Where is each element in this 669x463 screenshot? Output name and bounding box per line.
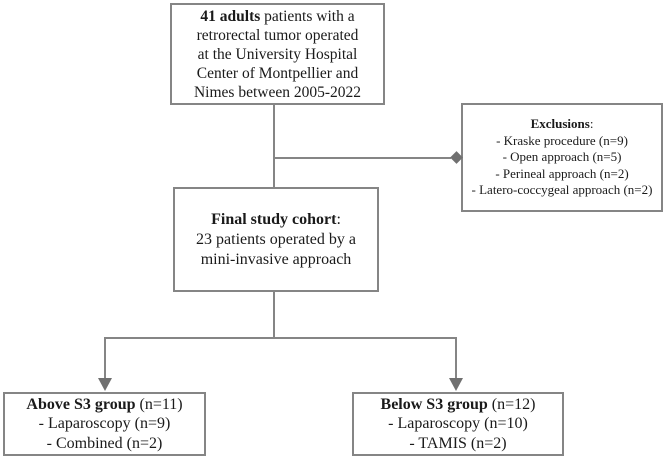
down-arrowhead-left-icon [98,378,112,391]
connector-split-horizontal [104,337,457,339]
final-cohort-box: Final study cohort: 23 patients operated… [173,187,379,292]
below-s3-item: - TAMIS (n=2) [409,434,507,452]
connector-top-to-final-vertical [273,105,275,187]
above-s3-item: - Laparoscopy (n=9) [38,415,171,433]
initial-cohort-line: retrorectal tumor operated [196,26,359,44]
initial-cohort-box: 41 adults patients with a retrorectal tu… [170,3,385,105]
above-s3-group-box: Above S3 group (n=11) - Laparoscopy (n=9… [3,392,206,456]
initial-cohort-line: at the University Hospital [197,45,358,63]
below-s3-group-box: Below S3 group (n=12) - Laparoscopy (n=1… [352,392,564,456]
connector-to-exclusions-horizontal [275,157,451,159]
final-cohort-line: 23 patients operated by a [196,230,356,248]
final-cohort-line: mini-invasive approach [200,250,352,268]
initial-cohort-line: Center of Montpellier and [196,64,359,82]
below-s3-title: Below S3 group (n=12) [380,395,536,413]
exclusion-item: - Perineal approach (n=2) [495,165,629,181]
connector-final-to-split-vertical [273,292,275,338]
exclusions-box: Exclusions: - Kraske procedure (n=9) - O… [461,103,663,212]
initial-cohort-line: 41 adults patients with a [200,7,355,25]
exclusion-item: - Kraske procedure (n=9) [496,132,628,148]
exclusions-title: Exclusions: [530,116,594,132]
connector-left-branch-vertical [104,337,106,379]
exclusion-item: - Latero-coccygeal approach (n=2) [471,182,653,198]
connector-right-branch-vertical [455,337,457,379]
above-s3-item: - Combined (n=2) [46,434,163,452]
initial-cohort-line: Nimes between 2005-2022 [193,83,362,101]
down-arrowhead-right-icon [449,378,463,391]
below-s3-item: - Laparoscopy (n=10) [388,415,528,433]
final-cohort-title: Final study cohort: [211,210,341,228]
exclusion-item: - Open approach (n=5) [502,149,622,165]
above-s3-title: Above S3 group (n=11) [26,395,183,413]
initial-cohort-count: 41 adults [200,7,261,25]
